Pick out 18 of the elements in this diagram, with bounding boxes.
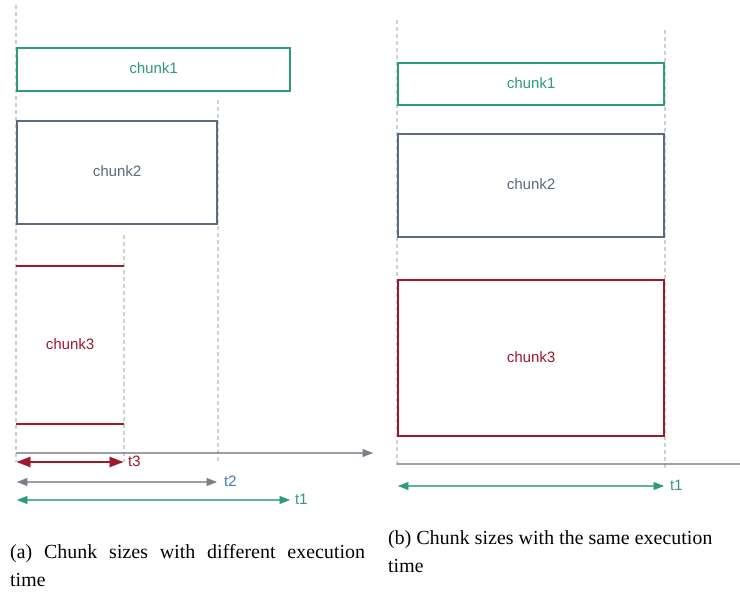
chunk-label: chunk3: [46, 334, 94, 355]
chunk-box: [16, 265, 124, 425]
caption: (b) Chunk sizes with the same execution time: [388, 526, 714, 579]
chunk-label: chunk2: [506, 175, 556, 196]
chunk-box: [397, 62, 665, 106]
time-label: t2: [224, 474, 237, 489]
chunk-box: [397, 279, 665, 437]
time-label: t3: [128, 454, 141, 469]
chunk-label: chunk1: [506, 74, 556, 94]
time-label: t1: [295, 492, 308, 507]
chunk-label: chunk2: [92, 162, 142, 182]
chunk-box: [397, 133, 665, 238]
chunk-label: chunk1: [129, 59, 178, 80]
chunk-label: chunk3: [506, 348, 556, 368]
chunk-box: [16, 47, 291, 92]
caption: (a) Chunk sizes with different execution time: [10, 540, 365, 593]
chunk-box: [16, 120, 218, 225]
time-label: t1: [670, 478, 683, 493]
